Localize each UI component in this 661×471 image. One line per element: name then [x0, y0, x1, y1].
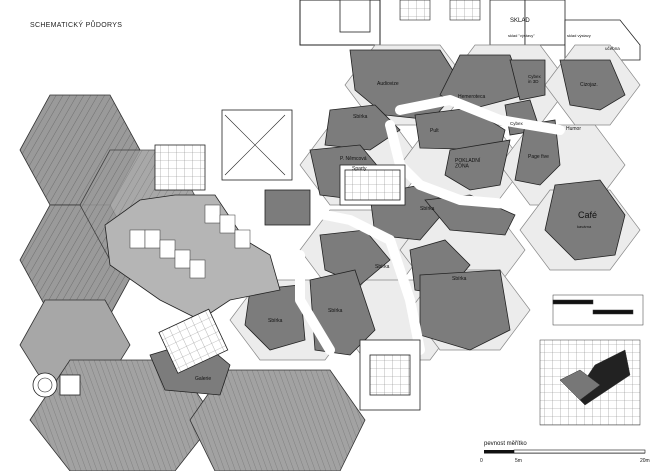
scale-tick-5m: 5m [515, 458, 522, 464]
label-sklad-vystavy: sklad výstavy [567, 33, 591, 38]
stair-towers [32, 109, 421, 411]
label-galerie: Galerie [195, 376, 211, 382]
label-audiovize: Audiovize [377, 81, 399, 87]
left-building [104, 194, 281, 321]
label-humor: Humor [566, 126, 581, 132]
label-sbirka-2: Sbírka [375, 264, 390, 270]
label-page-five: Page five [528, 154, 549, 160]
label-cizojazycna: Cizojaz. [580, 82, 598, 88]
label-sklad: SKLAD [510, 18, 530, 24]
scale-tick-20m: 20m [640, 458, 650, 464]
top-structures [299, 0, 641, 61]
label-hemeroteca: Hemeroteca [458, 94, 485, 100]
label-sbirka-4: Sbírka [328, 308, 343, 314]
label-cybex2: Cybex [510, 121, 524, 126]
label-kavarna: kavárna [577, 224, 592, 229]
label-ucebna: učebna [605, 46, 620, 51]
label-kra: KRA [312, 216, 323, 222]
label-sbirka-1: Sbírka [420, 206, 435, 212]
label-pult: Pult [430, 128, 439, 134]
plan-title: SCHEMATICKÝ PŮDORYS [30, 22, 123, 29]
label-sklad-sub: sklad "výstavy" [508, 33, 535, 38]
label-p-nemcova: P. Němcová [340, 156, 367, 162]
label-sparty: Sparty [352, 166, 367, 172]
circulation-paths [295, 95, 565, 355]
label-sbirka-5: Sbírka [268, 318, 283, 324]
scale-title: pevnost měřítko [484, 441, 527, 447]
room-labels: SKLAD sklad "výstavy" sklad výstavy učeb… [195, 18, 620, 382]
label-cafe: Café [578, 210, 597, 220]
label-audio-desk: Sbírka [353, 114, 368, 120]
scale-bar [484, 449, 646, 454]
scale-tick-0: 0 [480, 458, 483, 464]
scale-chart [539, 294, 644, 426]
label-sbirka-3: Sbírka [452, 276, 467, 282]
